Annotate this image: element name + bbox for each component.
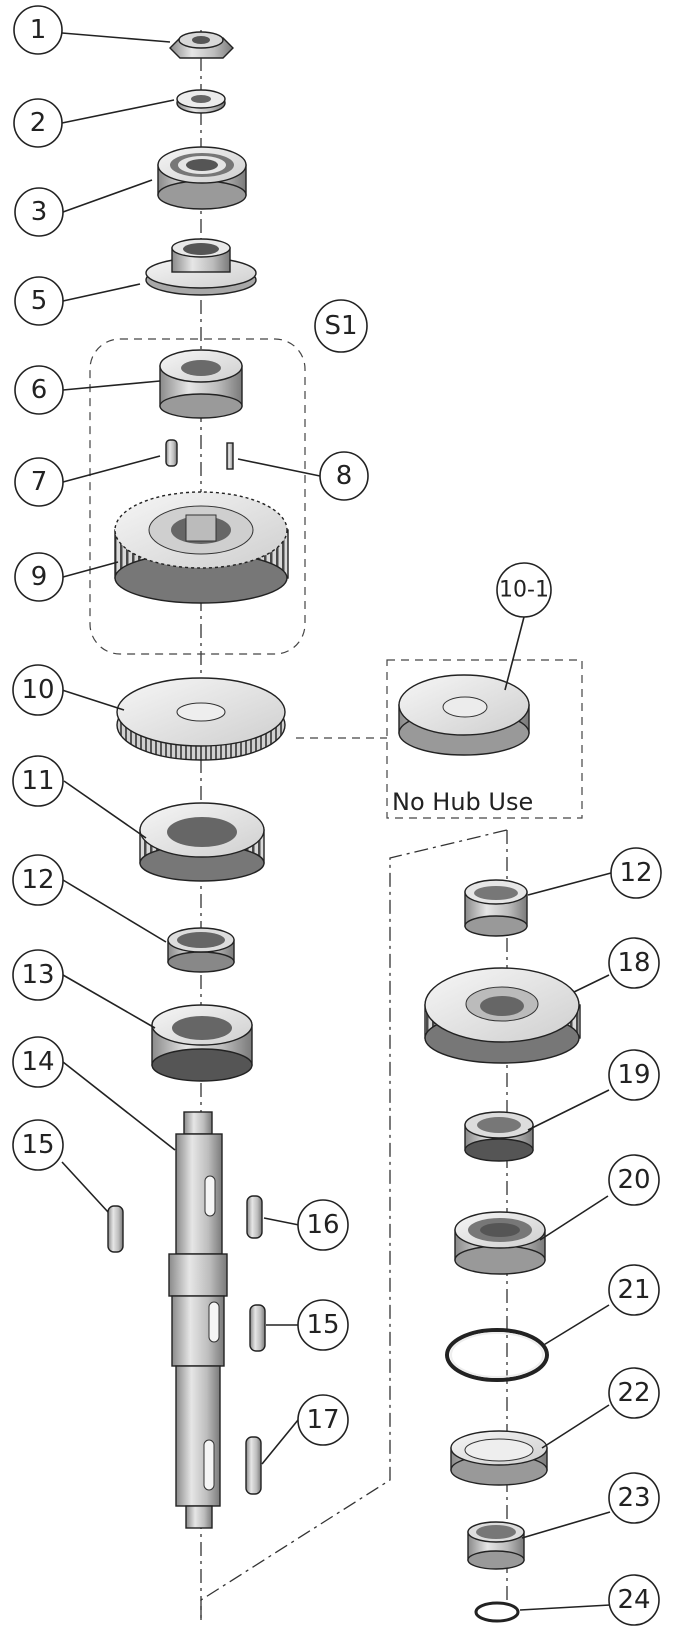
- subassembly-s1-outline: [89, 338, 306, 655]
- part-22-seal-cup: [450, 1430, 548, 1486]
- callout-10-1-label: 10-1: [499, 578, 549, 603]
- part-16-key: [246, 1195, 263, 1239]
- callout-15-right: 15: [297, 1299, 349, 1351]
- part-23-bushing: [467, 1521, 525, 1570]
- callout-5: 5: [14, 276, 64, 326]
- part-11-gear: [139, 802, 265, 882]
- callout-12-left-label: 12: [21, 865, 54, 895]
- inset-no-hub-use: [296, 659, 583, 819]
- part-15-key-left: [107, 1205, 124, 1253]
- callout-15-left: 15: [12, 1119, 64, 1171]
- callout-10-label: 10: [21, 675, 54, 705]
- callout-22: 22: [608, 1367, 660, 1419]
- part-1-hex-nut: [169, 31, 234, 59]
- callout-6: 6: [14, 365, 64, 415]
- part-24-washer: [474, 1601, 520, 1623]
- inset-caption: No Hub Use: [392, 788, 533, 816]
- part-9-spur-gear: [114, 491, 289, 604]
- part-13-clutch: [151, 1004, 253, 1082]
- part-7-pin: [165, 439, 178, 467]
- callout-11-label: 11: [21, 766, 54, 796]
- callout-21: 21: [608, 1264, 660, 1316]
- callout-8: 8: [319, 451, 369, 501]
- part-10-1-plain-disc: [398, 674, 530, 756]
- leader-lines: [61, 32, 612, 1611]
- part-8-key: [226, 442, 234, 470]
- callout-10: 10: [12, 664, 64, 716]
- callout-14-label: 14: [21, 1047, 54, 1077]
- callout-12-right: 12: [610, 847, 662, 899]
- callout-12-right-label: 12: [619, 858, 652, 888]
- callout-9: 9: [14, 552, 64, 602]
- callout-s1-label: S1: [324, 311, 357, 341]
- callout-2-label: 2: [30, 108, 47, 138]
- callout-3-label: 3: [31, 197, 48, 227]
- callout-17-label: 17: [306, 1405, 339, 1435]
- callout-12-left: 12: [12, 854, 64, 906]
- part-12-bushing: [167, 927, 235, 973]
- callout-17: 17: [297, 1394, 349, 1446]
- callout-9-label: 9: [31, 562, 48, 592]
- part-20-bearing: [454, 1211, 546, 1275]
- callout-22-label: 22: [617, 1378, 650, 1408]
- callout-24-label: 24: [617, 1585, 650, 1615]
- part-2-washer: [176, 89, 226, 114]
- callout-13: 13: [12, 949, 64, 1001]
- callout-11: 11: [12, 755, 64, 807]
- part-6-collar: [159, 349, 243, 419]
- part-12-bushing-right: [464, 879, 528, 937]
- callout-19-label: 19: [617, 1060, 650, 1090]
- callout-13-label: 13: [21, 960, 54, 990]
- part-17-key: [245, 1436, 262, 1495]
- callout-21-label: 21: [617, 1275, 650, 1305]
- callout-s1: S1: [314, 299, 368, 353]
- callout-20: 20: [608, 1154, 660, 1206]
- callout-23: 23: [608, 1472, 660, 1524]
- callout-14: 14: [12, 1036, 64, 1088]
- callout-1-label: 1: [30, 15, 47, 45]
- part-5-flange-bushing: [145, 238, 257, 296]
- callout-5-label: 5: [31, 286, 48, 316]
- callout-24: 24: [608, 1574, 660, 1626]
- callout-16: 16: [297, 1199, 349, 1251]
- callout-23-label: 23: [617, 1483, 650, 1513]
- callout-20-label: 20: [617, 1165, 650, 1195]
- callout-10-1: 10-1: [496, 562, 552, 618]
- callout-18-label: 18: [617, 948, 650, 978]
- part-15-key-right: [249, 1304, 266, 1352]
- callout-8-label: 8: [336, 461, 353, 491]
- callout-19: 19: [608, 1049, 660, 1101]
- callout-2: 2: [13, 98, 63, 148]
- callout-15-right-label: 15: [306, 1310, 339, 1340]
- callout-16-label: 16: [306, 1210, 339, 1240]
- part-3-bearing: [157, 146, 247, 210]
- callout-15-left-label: 15: [21, 1130, 54, 1160]
- callout-3: 3: [14, 187, 64, 237]
- part-19-seal: [464, 1111, 534, 1162]
- callout-18: 18: [608, 937, 660, 989]
- part-14-shaft: [168, 1111, 228, 1529]
- part-18-gear: [424, 967, 581, 1064]
- callout-6-label: 6: [31, 375, 48, 405]
- part-21-retaining-ring: [445, 1328, 549, 1382]
- callout-7-label: 7: [31, 467, 48, 497]
- callout-1: 1: [13, 5, 63, 55]
- callout-7: 7: [14, 457, 64, 507]
- part-10-toothed-disc: [116, 677, 286, 761]
